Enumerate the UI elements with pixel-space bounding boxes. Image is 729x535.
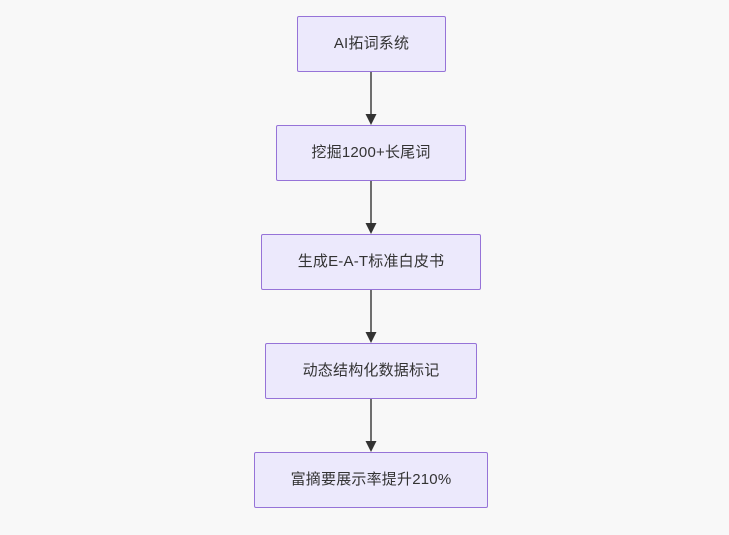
edge-n2-n3 [365, 290, 377, 343]
flow-node-label: AI拓词系统 [333, 35, 410, 52]
flow-node-eat-whitepaper[interactable]: 生成E-A-T标准白皮书 [261, 234, 481, 290]
flow-node-rich-snippet-uplift[interactable]: 富摘要展示率提升210% [254, 452, 488, 508]
flow-node-label: 富摘要展示率提升210% [290, 471, 452, 488]
flow-node-longtail-mining[interactable]: 挖掘1200+长尾词 [276, 125, 466, 181]
flow-node-structured-data-markup[interactable]: 动态结构化数据标记 [265, 343, 477, 399]
flow-node-label: 动态结构化数据标记 [302, 362, 440, 379]
flow-node-ai-keyword-system[interactable]: AI拓词系统 [297, 16, 446, 72]
flow-node-label: 生成E-A-T标准白皮书 [297, 253, 445, 270]
edge-n3-n4 [365, 399, 377, 452]
flow-node-label: 挖掘1200+长尾词 [311, 144, 431, 161]
edge-n0-n1 [365, 72, 377, 125]
edge-n1-n2 [365, 181, 377, 234]
